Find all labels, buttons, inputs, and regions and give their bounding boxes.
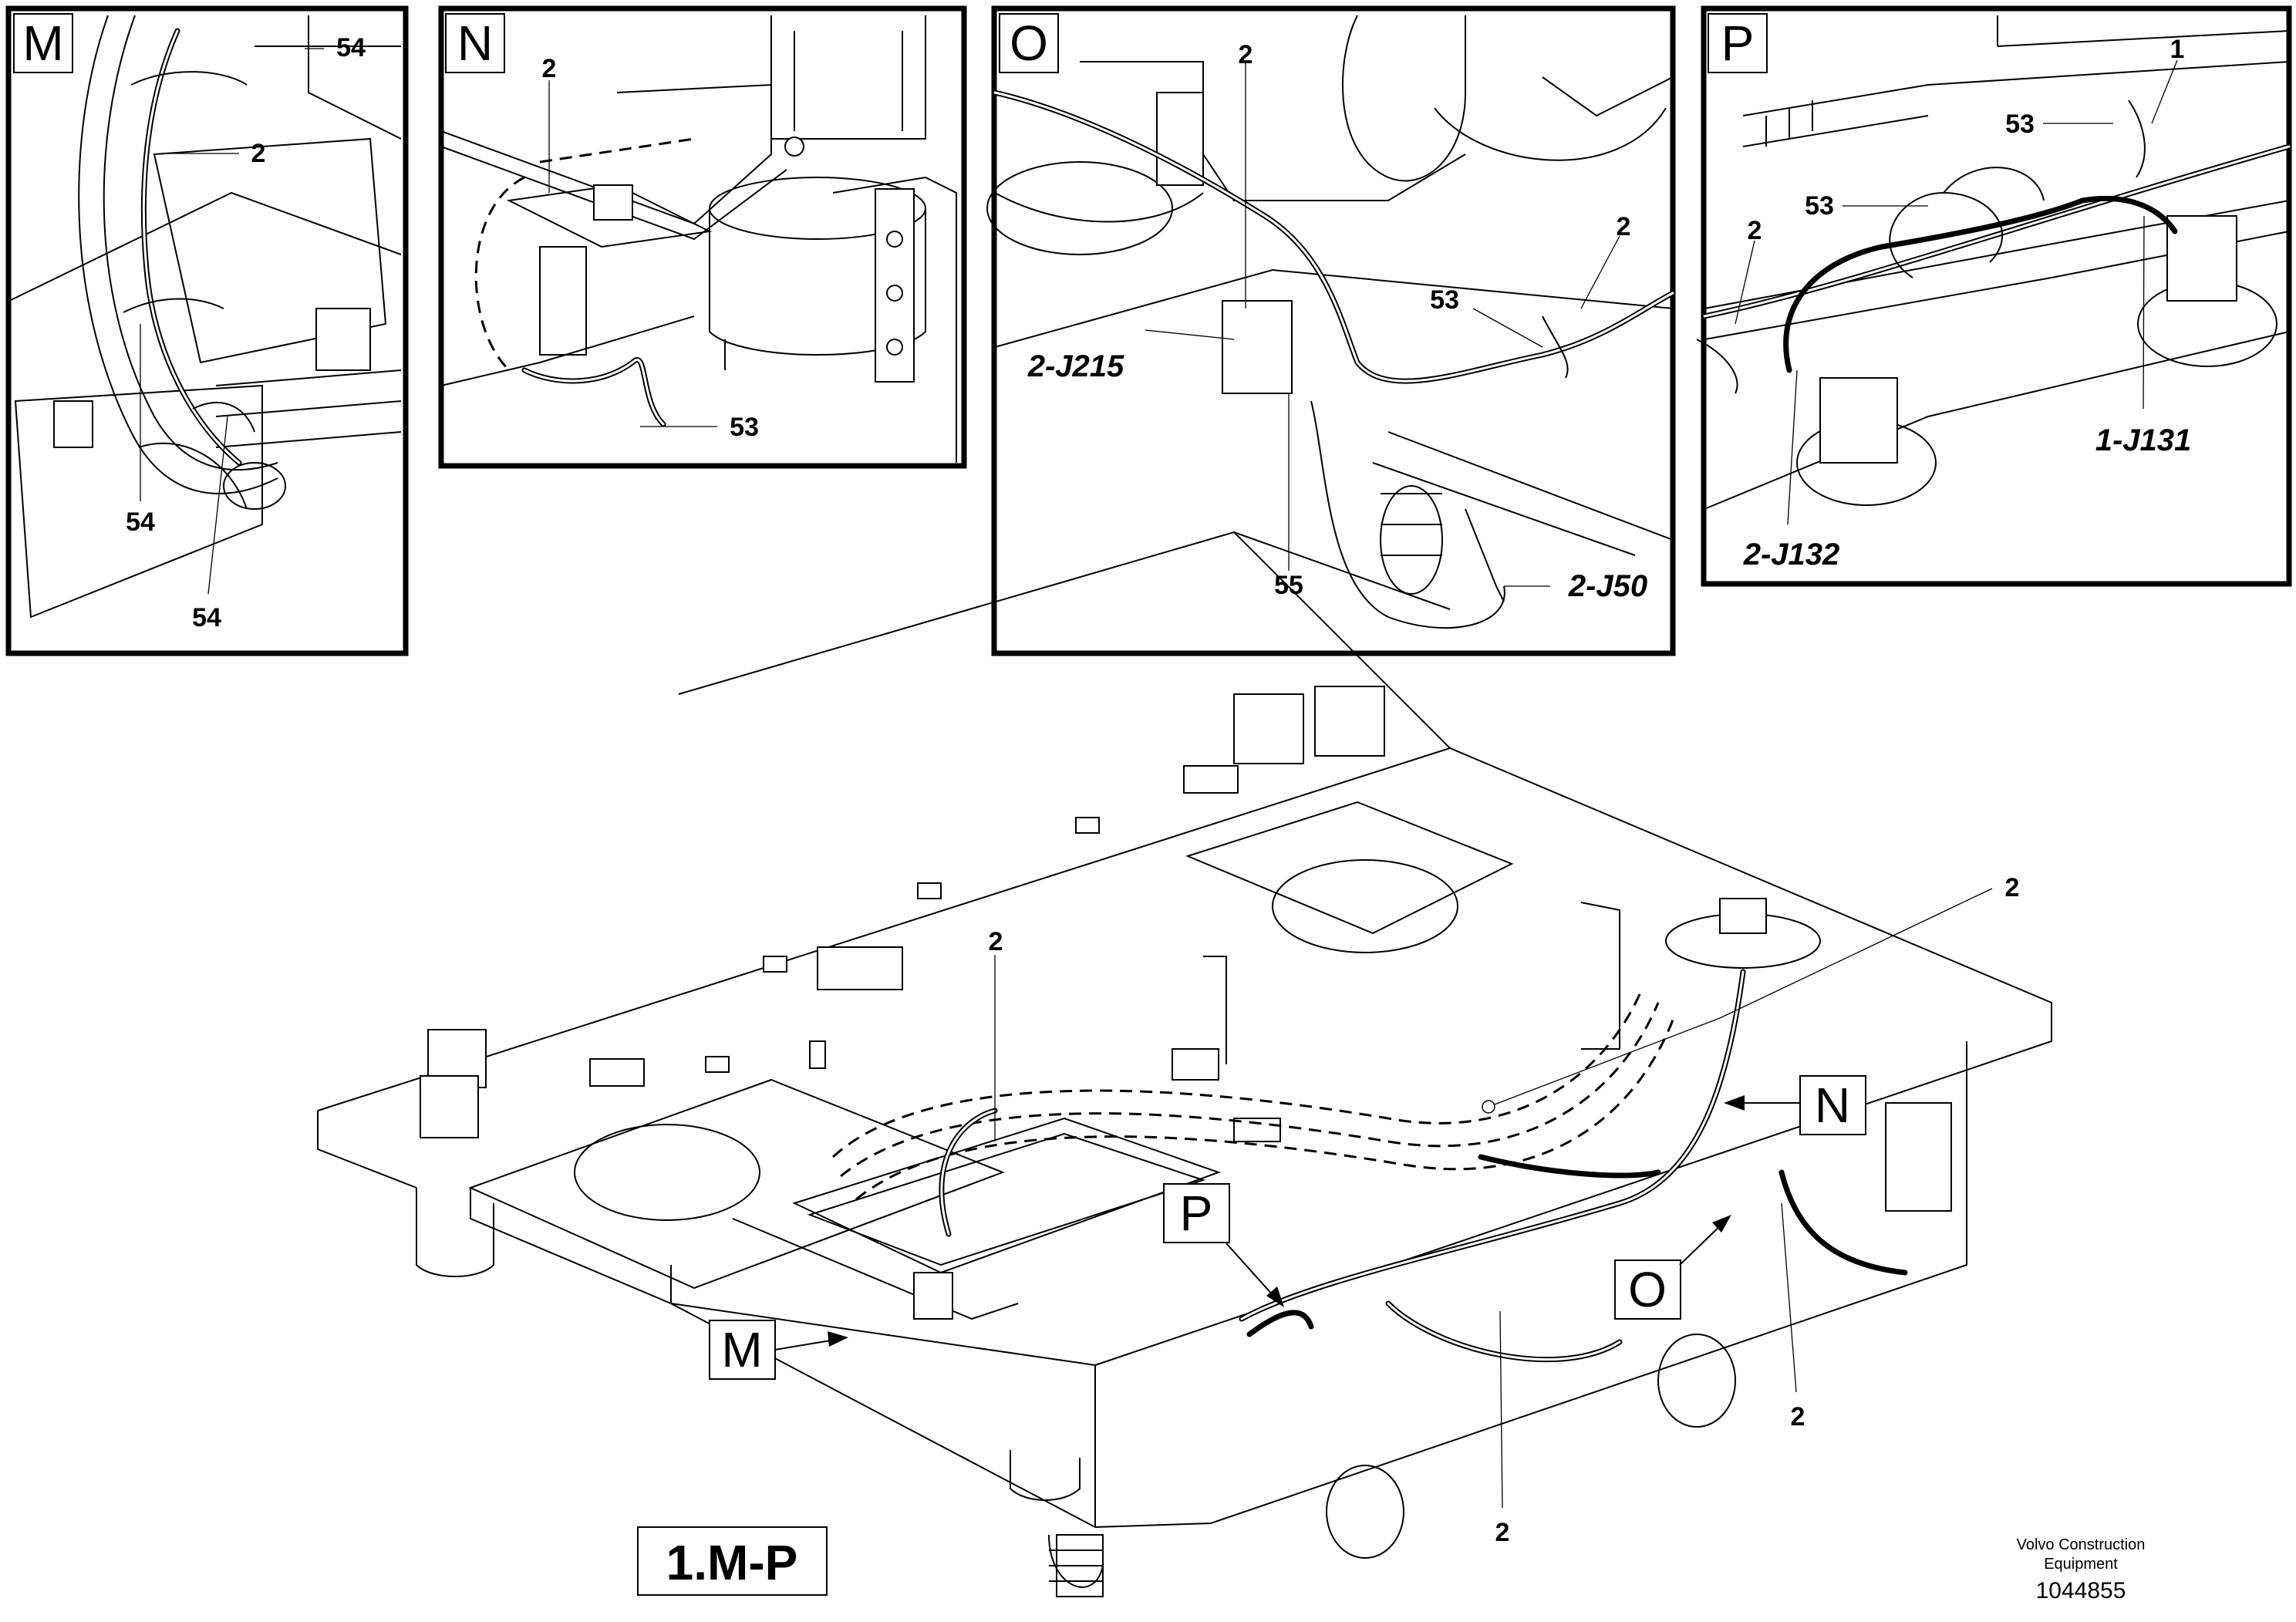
panel-n-illustration (440, 15, 957, 463)
main-labels: 2 2 2 2 (989, 873, 2020, 1547)
main-callouts: N P O M (709, 1075, 1866, 1380)
detail-letter-n: N (457, 15, 493, 71)
label-m-54-top: 54 (336, 33, 366, 62)
detail-view-o: O 2 2-J215 2 (986, 5, 1676, 656)
label-m-54-left: 54 (126, 508, 155, 537)
label-o-2-j50: 2-J50 (1568, 569, 1647, 603)
label-o-2-right: 2 (1617, 212, 1631, 241)
publisher-line-2: Equipment (2044, 1556, 2118, 1573)
label-m-2: 2 (251, 139, 266, 168)
label-p-53-mid: 53 (1805, 191, 1834, 221)
callout-n: N (1815, 1077, 1850, 1133)
figure-ref-label: 1.M-P (666, 1535, 798, 1590)
label-main-2-lower-right: 2 (1791, 1402, 1805, 1431)
label-o-2-j215: 2-J215 (1027, 349, 1124, 383)
detail-letter-p: P (1721, 15, 1755, 71)
label-m-54-bottom: 54 (192, 603, 221, 632)
publisher-line-1: Volvo Construction (2017, 1536, 2146, 1553)
detail-view-p: P 1 53 53 (1696, 5, 2292, 587)
label-o-2-top: 2 (1239, 40, 1253, 69)
label-p-1-j131: 1-J131 (2095, 423, 2192, 457)
detail-view-m: M 54 2 54 5 (5, 5, 409, 656)
panel-p-illustration (1696, 15, 2292, 510)
label-p-2: 2 (1748, 216, 1762, 245)
detail-letter-m: M (22, 15, 63, 71)
label-main-2-center: 2 (989, 927, 1003, 956)
label-n-2: 2 (542, 54, 557, 83)
label-p-2-j132: 2-J132 (1743, 538, 1840, 572)
main-isometric-view (317, 531, 2052, 1597)
label-main-2-right: 2 (2005, 873, 2020, 902)
panel-o-illustration (986, 15, 1676, 629)
detail-view-n: N 2 53 (438, 5, 967, 469)
callout-p: P (1180, 1185, 1213, 1241)
drawing-number: 1044855 (2036, 1578, 2126, 1603)
label-o-55: 55 (1274, 571, 1303, 600)
label-n-53: 53 (730, 413, 759, 442)
label-main-2-bottom: 2 (1495, 1518, 1510, 1547)
figure-reference: 1.M-P (637, 1526, 828, 1596)
callout-o: O (1628, 1262, 1667, 1317)
label-p-1: 1 (2170, 35, 2185, 64)
detail-letter-o: O (1010, 15, 1048, 71)
label-p-53-top: 53 (2005, 110, 2035, 139)
label-o-53: 53 (1430, 285, 1459, 315)
callout-m: M (721, 1322, 762, 1378)
footer: Volvo Construction Equipment 1044855 (2017, 1536, 2146, 1603)
panel-m-illustration (8, 15, 402, 619)
